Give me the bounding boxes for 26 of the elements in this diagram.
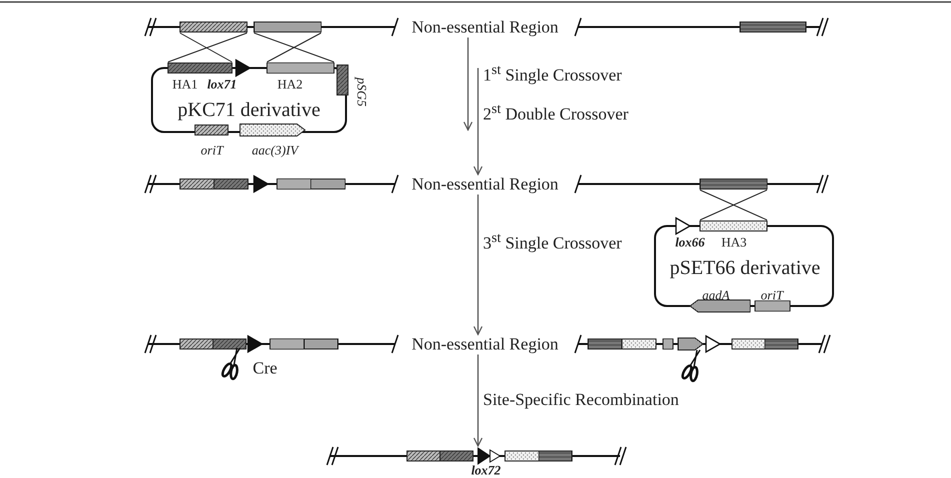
region-label: Non-essential Region: [412, 176, 558, 192]
gene-label: oriT: [760, 288, 784, 302]
gene-label: HA1: [172, 78, 198, 90]
plasmid-name: pKC71 derivative: [178, 100, 320, 120]
gene-label: HA2: [277, 78, 303, 90]
edge-label: 2$^{st}$ Double Crossover: [483, 102, 628, 123]
region-label: Non-essential Region: [412, 18, 558, 36]
gene-label: aadA: [702, 288, 730, 302]
enzyme-label: Cre: [252, 360, 278, 376]
arrow: [473, 194, 483, 336]
arrow: [473, 68, 483, 176]
gene-label: HA3: [721, 236, 747, 248]
gene-label: pSG5: [356, 78, 368, 106]
site-label: lox72: [471, 464, 501, 476]
edge-label: 1$^{st}$ Single Crossover: [483, 63, 622, 84]
arrow: [473, 354, 483, 447]
plasmid-name: pSET66 derivative: [670, 258, 820, 278]
arrow: [463, 38, 473, 131]
edge-label: Site-Specific Recombination: [483, 391, 679, 408]
edge-label: 3$^{st}$ Single Crossover: [483, 231, 622, 252]
site-label: lox66: [675, 236, 705, 248]
region-label: Non-essential Region: [412, 336, 558, 352]
gene-label: aac(3)IV: [252, 144, 298, 156]
site-label: lox71: [207, 78, 237, 90]
gene-label: oriT: [200, 144, 224, 156]
dna-construct-drawing: [326, 446, 627, 466]
